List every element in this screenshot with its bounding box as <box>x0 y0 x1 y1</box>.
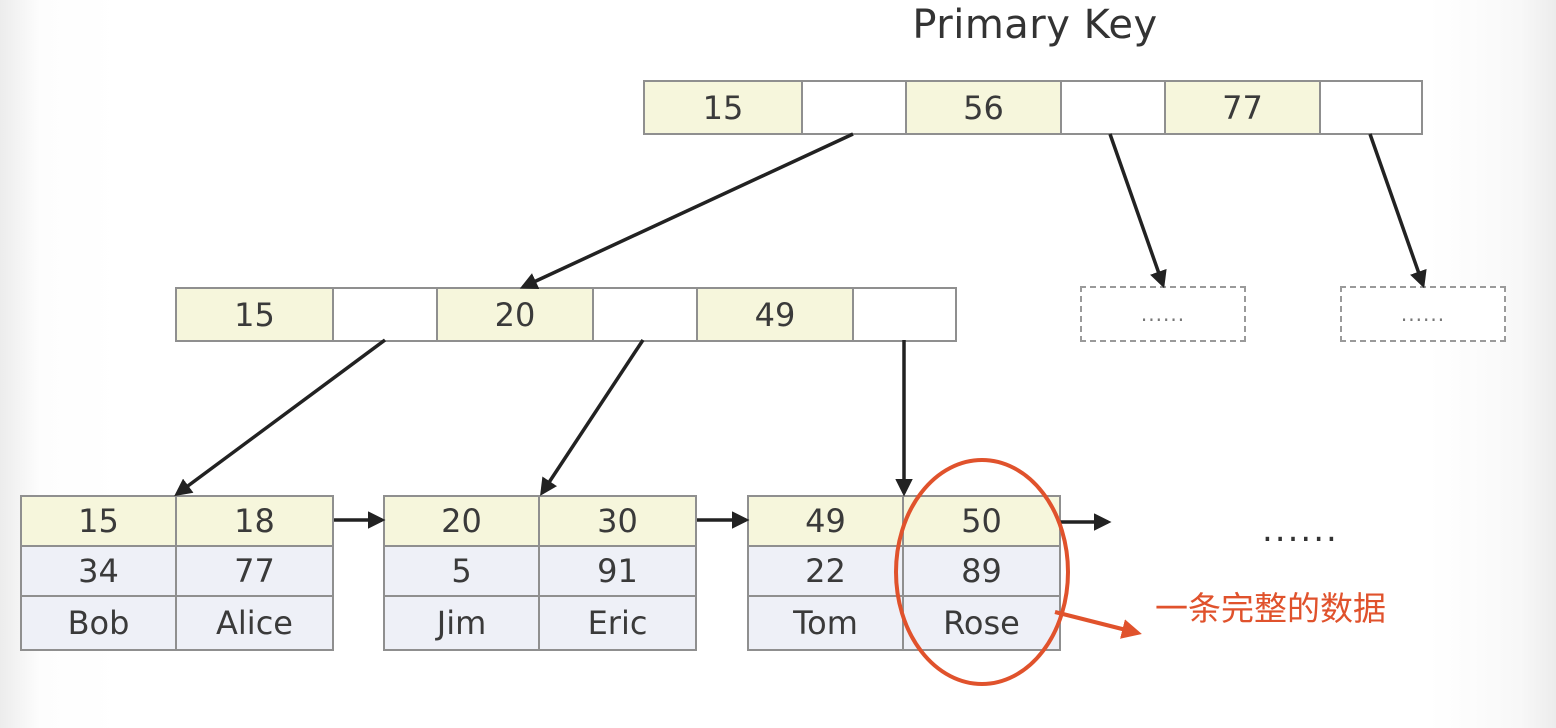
more-leaves-ellipsis: ...... <box>1262 510 1339 550</box>
leaf-node: 15 18 34 77 Bob Alice <box>20 495 334 651</box>
branch-cell <box>854 289 955 340</box>
leaf-name-cell: Jim <box>385 597 540 649</box>
placeholder-node: ...... <box>1340 286 1506 342</box>
pointer-arrow <box>1108 133 1167 289</box>
diagram-title: Primary Key <box>912 2 1158 48</box>
leaf-key-cell: 30 <box>540 497 695 547</box>
highlight-ellipse <box>894 458 1070 686</box>
leaf-name-cell: Tom <box>749 597 904 649</box>
branch-cell <box>334 289 438 340</box>
leaf-value-cell: 77 <box>177 547 332 597</box>
root-cell <box>803 82 907 133</box>
branch-cell: 20 <box>438 289 594 340</box>
branch-cell: 15 <box>177 289 334 340</box>
annotation-label: 一条完整的数据 <box>1155 589 1386 628</box>
leaf-value-cell: 34 <box>22 547 177 597</box>
leaf-value-cell: 22 <box>749 547 904 597</box>
leaf-name-cell: Alice <box>177 597 332 649</box>
root-cell: 56 <box>907 82 1062 133</box>
leaf-key-cell: 20 <box>385 497 540 547</box>
leaf-node: 20 30 5 91 Jim Eric <box>383 495 697 651</box>
leaf-key-cell: 50 <box>904 497 1059 547</box>
branch-cell <box>594 289 698 340</box>
branch-cell: 49 <box>698 289 854 340</box>
leaf-name-cell: Rose <box>904 597 1059 649</box>
leaf-name-cell: Eric <box>540 597 695 649</box>
leaf-name-cell: Bob <box>22 597 177 649</box>
annotation-arrow <box>1054 610 1142 639</box>
root-cell: 77 <box>1166 82 1321 133</box>
leaf-key-cell: 15 <box>22 497 177 547</box>
root-cell <box>1062 82 1166 133</box>
leaf-key-cell: 18 <box>177 497 332 547</box>
pointer-arrow <box>174 338 387 497</box>
root-cell: 15 <box>645 82 803 133</box>
root-cell <box>1321 82 1421 133</box>
pointer-arrow <box>519 132 854 290</box>
pointer-arrow <box>1368 133 1427 289</box>
leaf-value-cell: 91 <box>540 547 695 597</box>
branch-node: 15 20 49 <box>175 287 957 342</box>
root-node: 15 56 77 <box>643 80 1423 135</box>
leaf-key-cell: 49 <box>749 497 904 547</box>
pointer-arrow <box>540 339 645 496</box>
leaf-value-cell: 89 <box>904 547 1059 597</box>
leaf-value-cell: 5 <box>385 547 540 597</box>
